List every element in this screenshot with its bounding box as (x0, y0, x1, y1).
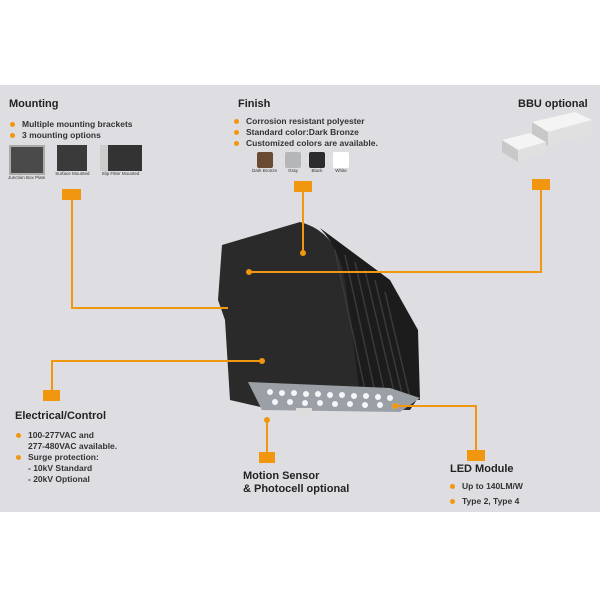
mounting-options: Junction Box Plate Surface Mounted Slip … (8, 145, 142, 180)
mounting-bullet: Multiple mounting brackets (8, 119, 133, 130)
finish-title: Finish (238, 98, 271, 110)
wall-pack-light-image (218, 222, 420, 416)
junction-box-plate-image (8, 145, 45, 175)
electrical-text: 277-480VAC available. (28, 441, 118, 451)
mounting-option: Surface Mounted (55, 145, 90, 180)
led-bullet: Type 2, Type 4 (448, 496, 523, 507)
finish-marker (294, 181, 312, 192)
swatch-gray: Gray (285, 152, 302, 173)
mounting-title: Mounting (9, 98, 59, 110)
motion-marker (259, 452, 275, 463)
electrical-marker (43, 390, 60, 401)
led-bullet: Up to 140LM/W (448, 481, 523, 492)
swatch-white: White (333, 152, 350, 173)
mounting-bullet: 3 mounting options (8, 130, 133, 141)
motion-title-line: Motion Sensor (243, 470, 320, 482)
slip-fitter-image (99, 145, 142, 171)
electrical-title: Electrical/Control (15, 410, 107, 422)
led-bullets: Up to 140LM/W Type 2, Type 4 (448, 481, 523, 507)
led-title: LED Module (450, 463, 514, 475)
electrical-text: - 10kV Standard (28, 463, 93, 473)
swatch-black: Black (309, 152, 326, 173)
finish-bullet: Standard color:Dark Bronze (232, 127, 378, 138)
mounting-bullets: Multiple mounting brackets 3 mounting op… (8, 119, 133, 141)
electrical-bullets: 100-277VAC and 277-480VAC available. Sur… (14, 430, 117, 485)
mounting-marker (62, 189, 81, 200)
bbu-marker (532, 179, 550, 190)
motion-title-line: & Photocell optional (243, 483, 350, 495)
electrical-text: - 20kV Optional (28, 474, 90, 484)
mounting-option: Junction Box Plate (8, 145, 45, 180)
surface-mounted-image (57, 145, 88, 171)
electrical-bullet: Surge protection: (14, 452, 117, 463)
finish-bullet: Customized colors are available. (232, 138, 378, 149)
bbu-image (502, 112, 592, 162)
bbu-title: BBU optional (518, 98, 588, 110)
finish-bullets: Corrosion resistant polyester Standard c… (232, 116, 378, 149)
led-marker (467, 450, 485, 461)
mounting-option: Slip Fitter Mounted (99, 145, 142, 180)
motion-title: Motion Sensor & Photocell optional (243, 470, 349, 496)
swatch-dark-bronze: Dark Bronze (252, 152, 277, 173)
finish-bullet: Corrosion resistant polyester (232, 116, 378, 127)
color-swatches: Dark Bronze Gray Black White (252, 152, 350, 173)
electrical-bullet: 100-277VAC and (14, 430, 117, 441)
